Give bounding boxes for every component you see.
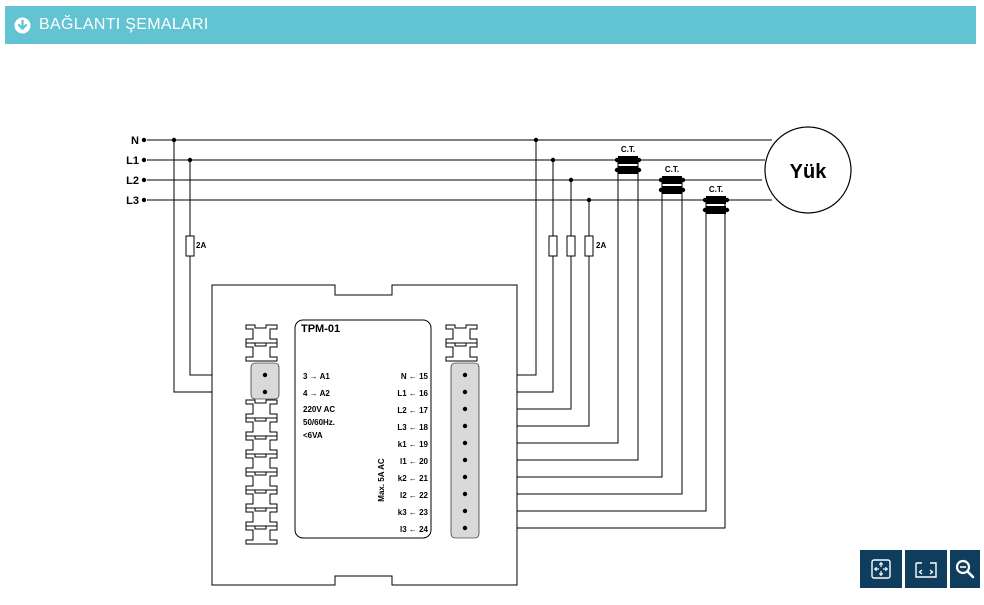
svg-text:220V AC: 220V AC	[303, 405, 335, 414]
line-labels: N L1 L2 L3	[126, 135, 139, 207]
svg-text:k2 ← 21: k2 ← 21	[398, 474, 429, 483]
arrow-down-circle-icon	[14, 16, 31, 34]
supply-wires	[173, 140, 726, 529]
svg-text:L2 ← 17: L2 ← 17	[397, 406, 428, 415]
fit-screen-icon	[871, 559, 891, 579]
fit-width-button[interactable]	[905, 550, 947, 588]
device-label-panel	[294, 319, 432, 539]
fuse-label: 2A	[196, 241, 206, 250]
line-label-n: N	[131, 135, 139, 147]
left-terminal-strip	[245, 324, 280, 545]
device-model: TPM-01	[301, 323, 340, 335]
ct-label: C.T.	[665, 165, 679, 174]
junction-dots	[171, 137, 592, 203]
load-label: Yük	[790, 161, 828, 183]
svg-text:l3 ← 24: l3 ← 24	[400, 525, 429, 534]
svg-text:4 → A2: 4 → A2	[303, 389, 330, 398]
current-transformer-2: C.T.	[658, 165, 686, 194]
zoom-button[interactable]	[950, 550, 980, 588]
svg-text:50/60Hz.: 50/60Hz.	[303, 418, 335, 427]
ct-label: C.T.	[709, 185, 723, 194]
current-transformer-1: C.T.	[614, 145, 642, 174]
svg-text:l2 ← 22: l2 ← 22	[400, 491, 429, 500]
svg-text:N ← 15: N ← 15	[401, 372, 429, 381]
line-label-l2: L2	[126, 175, 139, 187]
svg-text:k1 ← 19: k1 ← 19	[398, 440, 429, 449]
max-current-label: Max. 5A AC	[377, 458, 386, 502]
line-label-l1: L1	[126, 155, 139, 167]
section-header[interactable]: BAĞLANTI ŞEMALARI	[5, 6, 976, 44]
svg-text:k3 ← 23: k3 ← 23	[398, 508, 429, 517]
fit-screen-button[interactable]	[860, 550, 902, 588]
svg-text:L1 ← 16: L1 ← 16	[397, 389, 428, 398]
current-transformer-3: C.T.	[702, 185, 730, 214]
right-terminal-strip	[445, 324, 480, 539]
terminal-dots	[141, 137, 147, 203]
svg-text:3 → A1: 3 → A1	[303, 372, 330, 381]
svg-text:L3 ← 18: L3 ← 18	[397, 423, 428, 432]
device-supply-text: 3 → A1 4 → A2 220V AC 50/60Hz. <6VA	[303, 372, 335, 440]
svg-text:<6VA: <6VA	[303, 431, 323, 440]
svg-text:l1 ← 20: l1 ← 20	[400, 457, 429, 466]
section-title: BAĞLANTI ŞEMALARI	[39, 16, 209, 33]
zoom-toolbar	[860, 550, 983, 588]
line-label-l3: L3	[126, 195, 139, 207]
fuse-label: 2A	[596, 241, 606, 250]
ct-label: C.T.	[621, 145, 635, 154]
device-terminal-labels: N ← 15 L1 ← 16 L2 ← 17 L3 ← 18 k1 ← 19 l…	[397, 372, 428, 534]
load-circle	[764, 126, 852, 214]
zoom-icon	[955, 559, 975, 579]
fuses: 2A 2A	[185, 235, 606, 257]
fit-width-icon	[915, 562, 937, 578]
